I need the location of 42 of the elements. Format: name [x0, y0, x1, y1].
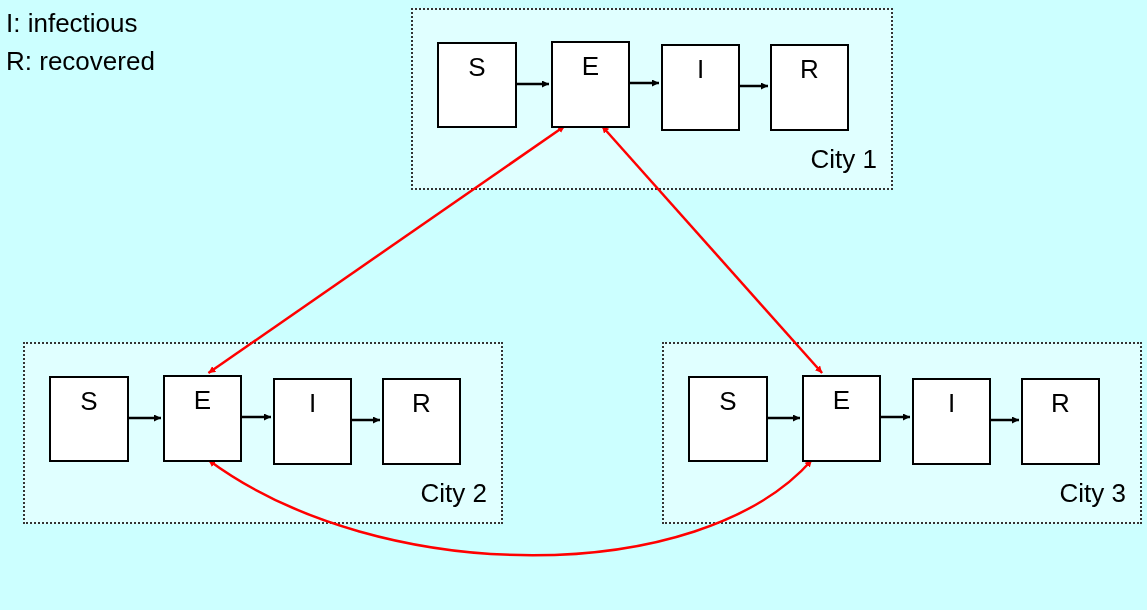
compartment-letter: R [800, 56, 819, 82]
compartment-letter: I [947, 390, 956, 416]
compartment-box [163, 375, 242, 462]
compartment-letter: R [1051, 390, 1070, 416]
arrow [989, 416, 1019, 424]
arrow [601, 125, 824, 374]
arrow [879, 413, 910, 421]
compartment-box [1021, 378, 1100, 465]
city-label: City 3 [1059, 480, 1126, 506]
compartment-box [661, 44, 740, 131]
city-region [23, 342, 503, 524]
compartment-letter: S [80, 388, 98, 414]
arrow [240, 413, 271, 421]
city-label: City 1 [810, 146, 877, 172]
compartment-box [551, 41, 630, 128]
compartment-box [382, 378, 461, 465]
city-region [662, 342, 1142, 524]
compartment-letter: S [468, 54, 486, 80]
compartment-box [437, 42, 517, 128]
compartment-box [688, 376, 768, 462]
compartment-letter: E [581, 53, 600, 79]
arrow [766, 414, 800, 422]
arrow [628, 79, 659, 87]
legend-note: I: infectious [6, 7, 139, 40]
city-region [411, 8, 893, 190]
compartment-letter: R [412, 390, 431, 416]
arrow [127, 414, 161, 422]
city-label: City 2 [420, 480, 487, 506]
compartment-letter: E [193, 387, 212, 413]
compartment-box [770, 44, 849, 131]
compartment-box [912, 378, 991, 465]
compartment-box [802, 375, 881, 462]
compartment-letter: E [832, 387, 851, 413]
arrow [738, 82, 768, 90]
compartment-box [273, 378, 352, 465]
arrow [350, 416, 380, 424]
compartment-box [49, 376, 129, 462]
compartment-letter: I [308, 390, 317, 416]
arrow [515, 80, 549, 88]
compartment-letter: S [719, 388, 737, 414]
compartment-letter: I [696, 56, 705, 82]
legend-note: R: recovered [6, 45, 155, 78]
